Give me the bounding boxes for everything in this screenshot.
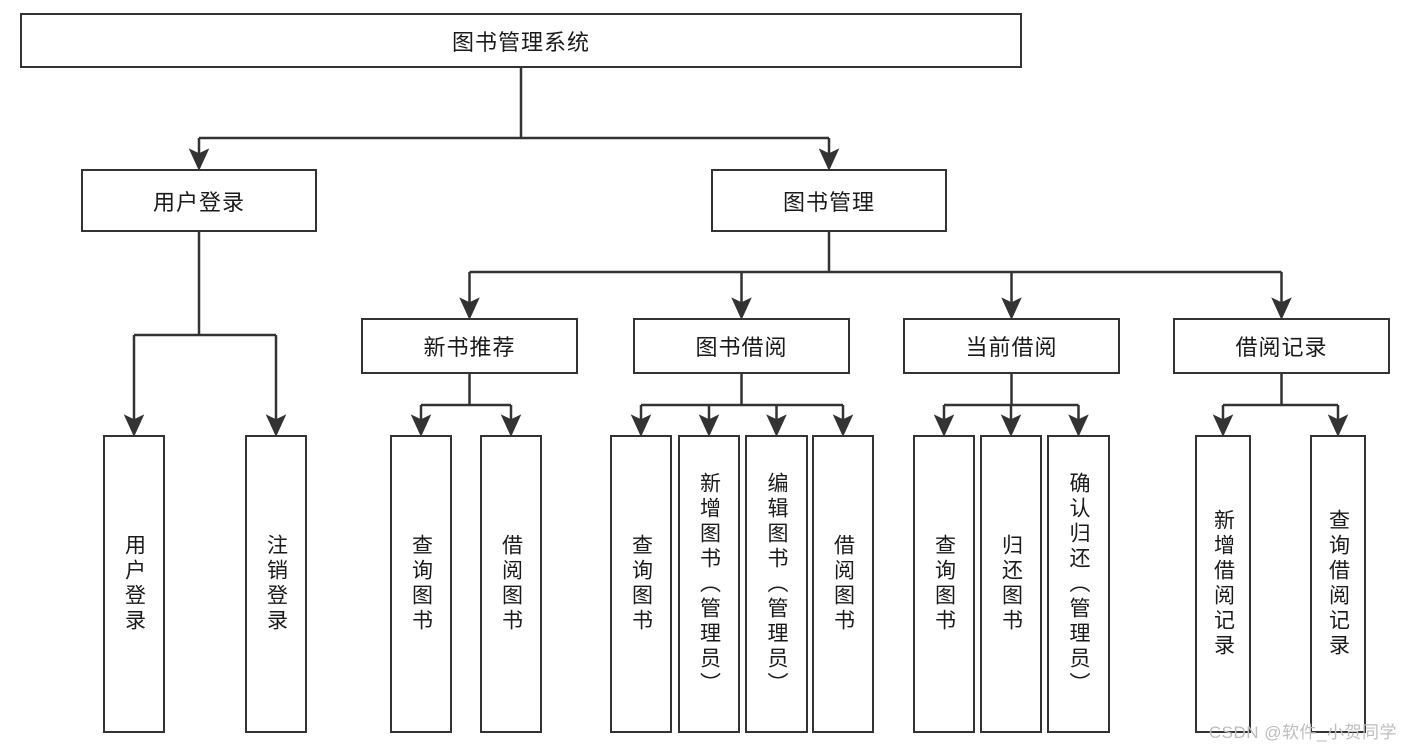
node-label: 当前借阅: [965, 335, 1058, 360]
node-label: 编辑图书（管理员）: [765, 471, 788, 697]
node-label: 用户登录: [152, 189, 245, 215]
node-label: 借阅图书: [499, 534, 523, 634]
node-c_return[interactable]: 归还图书: [980, 435, 1042, 733]
node-b_borrow[interactable]: 借阅图书: [812, 435, 874, 733]
node-label: 新增图书（管理员）: [697, 471, 721, 697]
node-c_query[interactable]: 查询图书: [913, 435, 975, 733]
node-b_add[interactable]: 新增图书（管理员）: [678, 435, 740, 733]
node-r_query[interactable]: 查询借阅记录: [1310, 435, 1366, 733]
node-r_add[interactable]: 新增借阅记录: [1195, 435, 1251, 733]
node-label: 注销登录: [264, 534, 288, 634]
node-b_query[interactable]: 查询图书: [610, 435, 672, 733]
node-root[interactable]: 图书管理系统: [20, 13, 1022, 68]
node-borrow[interactable]: 图书借阅: [633, 318, 850, 374]
node-c_confirm[interactable]: 确认归还（管理员）: [1047, 435, 1110, 733]
node-records[interactable]: 借阅记录: [1173, 318, 1390, 374]
node-label: 图书管理: [782, 189, 875, 215]
edge-paths: [123, 68, 1349, 437]
node-l_logout[interactable]: 注销登录: [245, 435, 307, 733]
node-login[interactable]: 用户登录: [81, 169, 317, 232]
node-label: 借阅记录: [1235, 335, 1328, 360]
node-l_login[interactable]: 用户登录: [103, 435, 165, 733]
node-current[interactable]: 当前借阅: [903, 318, 1120, 374]
node-n_query[interactable]: 查询图书: [390, 435, 452, 733]
node-label: 借阅图书: [831, 534, 855, 634]
node-n_borrow[interactable]: 借阅图书: [480, 435, 542, 733]
node-label: 查询图书: [629, 534, 653, 634]
node-label: 图书管理系统: [451, 29, 590, 55]
node-label: 图书借阅: [695, 335, 788, 360]
watermark: CSDN @软件_小贺同学: [1208, 723, 1397, 742]
node-label: 归还图书: [999, 534, 1023, 634]
node-newbook[interactable]: 新书推荐: [361, 318, 578, 374]
node-label: 新增借阅记录: [1211, 509, 1235, 659]
node-label: 查询借阅记录: [1326, 509, 1350, 659]
node-bookmgmt[interactable]: 图书管理: [711, 169, 947, 232]
node-label: 查询图书: [932, 534, 956, 634]
node-label: 新书推荐: [423, 335, 516, 360]
node-b_edit[interactable]: 编辑图书（管理员）: [745, 435, 808, 733]
node-label: 确认归还（管理员）: [1067, 471, 1090, 697]
node-label: 用户登录: [122, 534, 146, 634]
node-label: 查询图书: [409, 534, 433, 634]
